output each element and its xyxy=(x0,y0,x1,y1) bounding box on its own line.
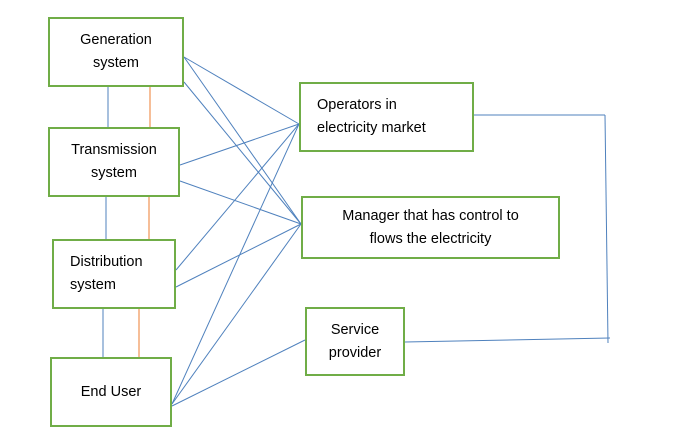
tx-ops-link xyxy=(179,123,300,166)
generation-system-label: Generation system xyxy=(80,32,152,71)
end-svc-link xyxy=(171,339,306,407)
dist-ops-link xyxy=(175,123,300,271)
gen-mgr-link xyxy=(183,56,302,225)
manager-label: Manager that has control to flows the el… xyxy=(342,207,519,247)
vertical-links xyxy=(102,87,151,357)
end-user-label: End User xyxy=(80,383,142,400)
dist-mgr-link xyxy=(175,223,302,288)
distribution-system-box: Distribution system xyxy=(52,239,176,309)
service-provider-box: Service provider xyxy=(305,307,405,376)
manager-box: Manager that has control to flows the el… xyxy=(301,196,560,259)
feedback-bracket xyxy=(404,114,611,344)
gen-mgr-link-2 xyxy=(183,81,302,225)
transmission-system-box: Transmission system xyxy=(48,127,180,197)
tx-mgr-link xyxy=(179,180,302,225)
service-provider-label: Service provider xyxy=(328,321,382,361)
generation-system-box: Generation system xyxy=(48,17,184,87)
transmission-system-label: Transmission system xyxy=(71,142,157,181)
end-mgr-link xyxy=(171,223,302,405)
operators-box: Operators in electricity market xyxy=(299,82,474,152)
gen-ops-link xyxy=(183,56,300,125)
distribution-system-label: Distribution system xyxy=(70,254,143,293)
end-user-box: End User xyxy=(50,357,172,427)
cross-links xyxy=(171,56,306,407)
end-ops-link xyxy=(171,123,300,405)
operators-label: Operators in electricity market xyxy=(317,97,426,136)
